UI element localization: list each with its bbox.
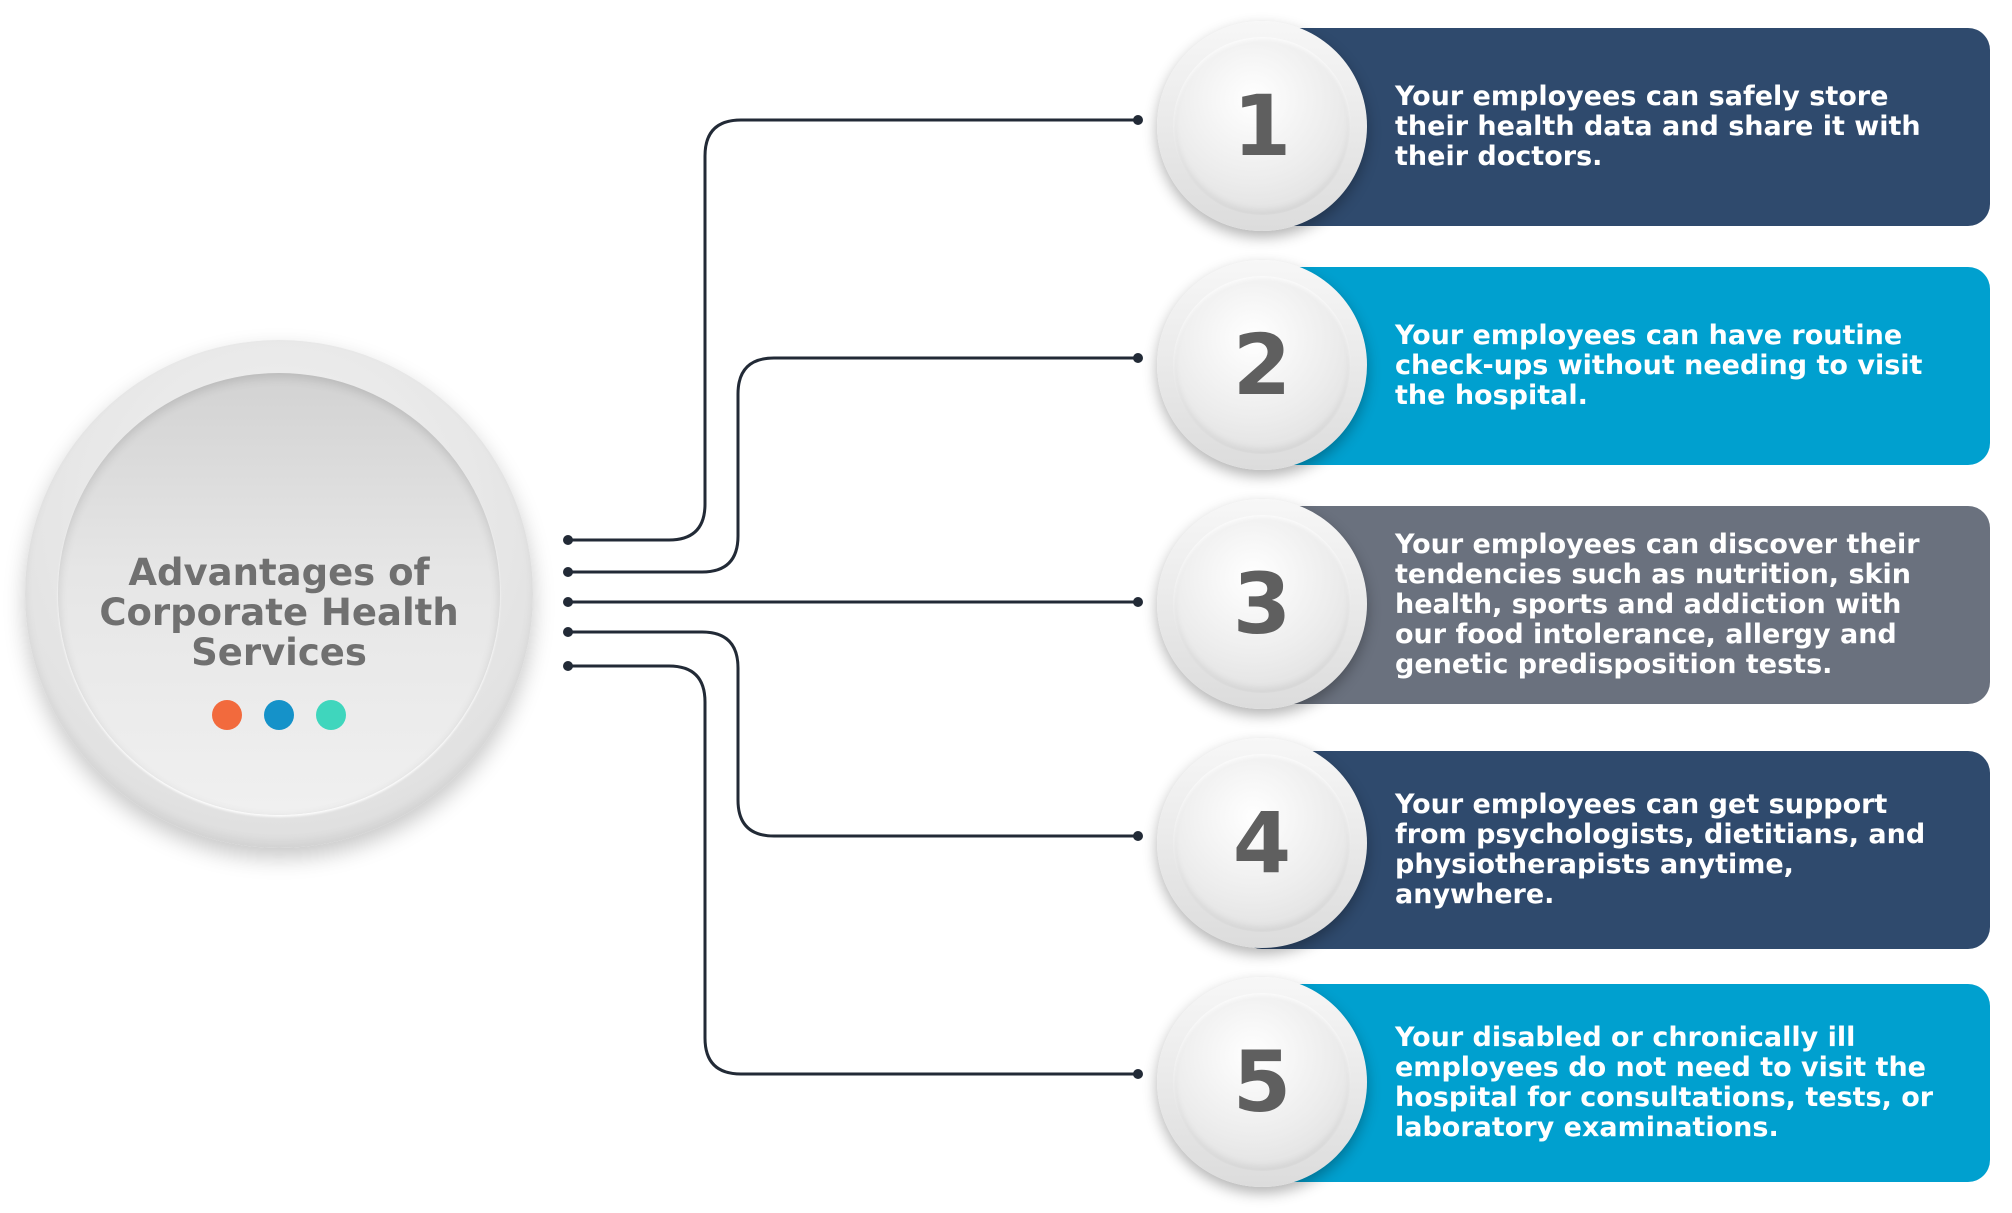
advantage-text-4: Your employees can get support from psyc… (1395, 789, 1926, 910)
badge-number-4: 4 (1232, 794, 1292, 892)
blue-dot (264, 700, 294, 730)
orange-dot (212, 700, 242, 730)
advantage-card-2: Your employees can have routine check-up… (1240, 267, 1990, 465)
badge-number-5: 5 (1232, 1033, 1292, 1131)
connector-end-dot-3 (1133, 597, 1143, 607)
connector-end-dot-2 (1133, 353, 1143, 363)
connector-start-dot-2 (563, 567, 573, 577)
advantage-text-1: Your employees can safely store their he… (1395, 81, 1921, 172)
advantage-text-5: Your disabled or chronically ill employe… (1395, 1022, 1934, 1143)
connector-line-4 (568, 630, 1138, 838)
number-badge-3: 3 (1157, 499, 1367, 709)
number-badge-2: 2 (1157, 260, 1367, 470)
connector-start-dot-1 (563, 535, 573, 545)
badge-number-3: 3 (1232, 555, 1292, 653)
connector-line-2 (568, 356, 1138, 574)
connector-start-dot-5 (563, 661, 573, 671)
connector-start-dot-4 (563, 627, 573, 637)
number-badge-4: 4 (1157, 738, 1367, 948)
number-badge-1: 1 (1157, 21, 1367, 231)
central-topic-title: Advantages of Corporate Health Services (99, 551, 459, 674)
connector-start-dot-3 (563, 597, 573, 607)
central-topic-circle: Advantages of Corporate Health Services (25, 340, 533, 848)
number-badge-5: 5 (1157, 977, 1367, 1187)
decorative-dots (58, 700, 500, 730)
connector-end-dot-4 (1133, 831, 1143, 841)
connector-end-dot-1 (1133, 115, 1143, 125)
advantage-card-1: Your employees can safely store their he… (1240, 28, 1990, 226)
advantage-text-2: Your employees can have routine check-up… (1395, 320, 1923, 411)
badge-number-2: 2 (1232, 316, 1292, 414)
connector-end-dot-5 (1133, 1069, 1143, 1079)
connector-line-1 (568, 118, 1138, 542)
connector-line-5 (568, 664, 1138, 1076)
central-topic-inner: Advantages of Corporate Health Services (58, 373, 500, 815)
badge-number-1: 1 (1232, 77, 1292, 175)
advantage-text-3: Your employees can discover their tenden… (1395, 529, 1920, 680)
teal-dot (316, 700, 346, 730)
